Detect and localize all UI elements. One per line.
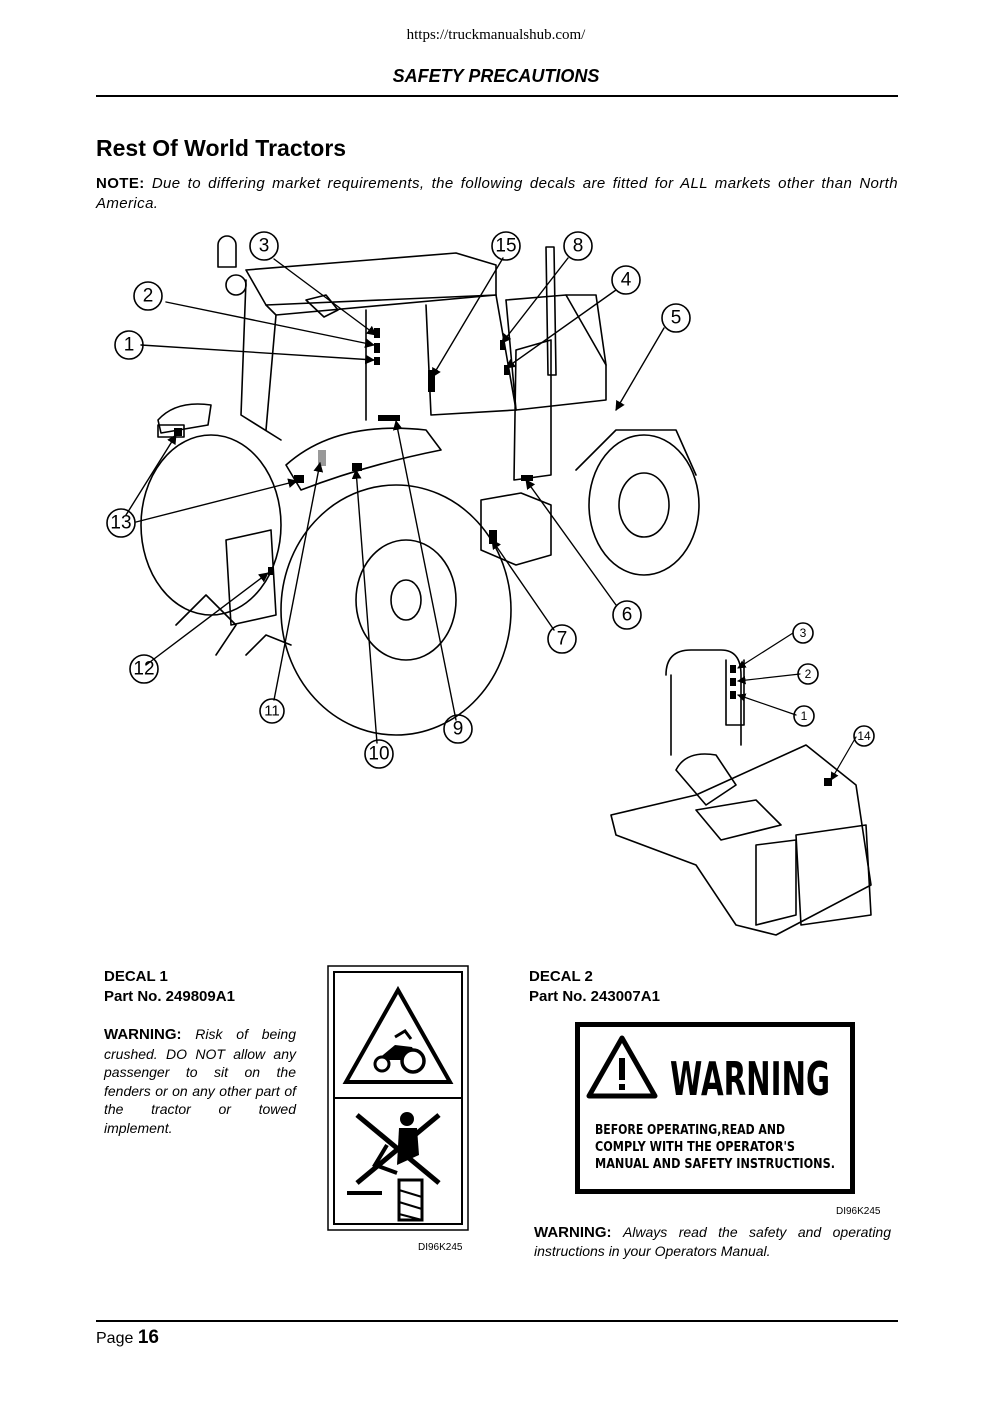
callout-13: 13: [110, 513, 131, 534]
decal1-warning-label: WARNING:: [104, 1026, 182, 1043]
front-light-mudguard: [157, 403, 212, 434]
cab-corner-post: [265, 314, 277, 431]
front-wheel-rim: [618, 472, 670, 538]
callout-1: 1: [124, 335, 135, 356]
grey-decal: [318, 450, 326, 466]
inset-circle-3: [792, 622, 814, 644]
beacon-light: [217, 235, 237, 268]
rear-wheel-hub: [390, 579, 422, 621]
inset-leader-lines: [737, 632, 857, 781]
decal-markers: [174, 328, 533, 575]
note-label: NOTE:: [96, 175, 145, 192]
callout-9: 9: [453, 719, 464, 740]
tractor-decal-location-diagram: 3 15 8 4 5 2 1 13 6 7 9 10 11 12: [106, 231, 875, 936]
page-number: Page 16: [96, 1327, 159, 1349]
decal1-outer-border: [327, 965, 469, 1231]
decal2-sign-line-1: BEFORE OPERATING,READ AND: [595, 1123, 785, 1138]
callout-2: 2: [143, 286, 154, 307]
inset-callout-1: 1: [801, 709, 808, 723]
decal2-warning: WARNING: Always read the safety and oper…: [534, 1223, 891, 1261]
footer-rule: [96, 1320, 898, 1322]
decal2-sign-word: WARNING: [670, 1052, 830, 1106]
market-note: NOTE: Due to differing market requiremen…: [96, 174, 898, 214]
decal2-sign-line-3: MANUAL AND SAFETY INSTRUCTIONS.: [595, 1157, 835, 1172]
rops-decal-panel: [725, 659, 745, 726]
cab-roof-edge: [265, 294, 497, 316]
rear-fender: [285, 427, 442, 491]
page-heading: Rest Of World Tractors: [96, 135, 347, 161]
platform-deck: [610, 744, 872, 936]
decal1-image: [327, 965, 469, 1231]
left-rear-wheel: [140, 434, 282, 616]
operator-platform-inset: 3 2 1 14: [610, 622, 875, 936]
header-rule: [96, 95, 898, 97]
callout-15: 15: [495, 236, 516, 257]
decal1-part-number: Part No. 249809A1: [104, 988, 235, 1005]
decal2-sign-line-2: COMPLY WITH THE OPERATOR'S: [595, 1140, 795, 1155]
lower-link: [175, 594, 237, 656]
operator-seat-cushion: [695, 799, 782, 841]
warning-triangle-icon: [586, 1035, 658, 1099]
front-fender: [575, 429, 697, 476]
hood-top: [565, 294, 607, 366]
decal2-title: DECAL 2: [529, 968, 593, 985]
inset-callout-3: 3: [800, 626, 807, 640]
decal2-sign-border: [575, 1022, 855, 1194]
page-number-value: 16: [137, 1327, 159, 1348]
drawbar: [245, 634, 292, 656]
section-title: SAFETY PRECAUTIONS: [392, 66, 600, 86]
cab-rear-post: [240, 279, 282, 441]
no-passenger-icon: [347, 1112, 441, 1222]
page-label: Page: [96, 1330, 134, 1347]
front-mirror: [305, 294, 339, 318]
cab-roof: [245, 252, 497, 306]
inset-callout-14: 14: [857, 729, 871, 743]
decal2-warning-text: Always read the safety and operating ins…: [534, 1224, 891, 1259]
callout-8: 8: [573, 236, 584, 257]
left-mirror: [225, 274, 247, 296]
callout-4: 4: [621, 270, 632, 291]
operator-seat-back: [675, 753, 737, 806]
tractor-rollover-icon: [342, 985, 454, 1084]
inset-circle-14: [853, 725, 875, 747]
front-wheel: [588, 434, 700, 576]
decal2-reference-code: DI96K245: [836, 1206, 881, 1217]
callout-11: 11: [264, 703, 280, 720]
callout-6: 6: [622, 605, 633, 626]
callout-3: 3: [259, 236, 270, 257]
decal1-reference-code: DI96K245: [418, 1242, 463, 1253]
decal2-warning-sign: WARNING BEFORE OPERATING,READ AND COMPLY…: [575, 1022, 855, 1194]
inset-circle-2: [797, 663, 819, 685]
callout-numbers: 3 15 8 4 5 2 1 13 6 7 9 10 11 12: [110, 236, 681, 765]
exhaust-stack: [545, 246, 557, 376]
inset-circle-1: [793, 705, 815, 727]
callout-10: 10: [368, 744, 389, 765]
rops-frame: [665, 649, 742, 746]
rear-wheel-rim: [355, 539, 457, 661]
note-text: Due to differing market requirements, th…: [96, 175, 898, 212]
decal2-warning-label: WARNING:: [534, 1224, 612, 1241]
leader-lines: [125, 257, 665, 744]
left-fender-guard: [755, 839, 797, 926]
right-rear-wheel: [280, 484, 512, 736]
hitch-plate: [225, 529, 277, 626]
callout-circles: [106, 231, 691, 769]
decal2-part-number: Part No. 243007A1: [529, 988, 660, 1005]
decal1-warning: WARNING: Risk of being crushed. DO NOT a…: [104, 1025, 296, 1137]
cab-door: [425, 299, 517, 416]
pto-shield: [480, 492, 552, 566]
source-url: https://truckmanualshub.com/: [406, 27, 586, 43]
inset-callout-2: 2: [805, 667, 812, 681]
callout-12: 12: [133, 659, 154, 680]
decal1-title: DECAL 1: [104, 968, 168, 985]
callout-7: 7: [557, 629, 568, 650]
decal1-warning-text: Risk of being crushed. DO NOT allow any …: [104, 1026, 296, 1136]
inset-decals: [730, 665, 832, 786]
air-intake-pillar: [513, 339, 552, 481]
callout-5: 5: [671, 308, 682, 329]
right-fender-guard: [795, 824, 872, 926]
cab-front-post: [495, 294, 517, 411]
